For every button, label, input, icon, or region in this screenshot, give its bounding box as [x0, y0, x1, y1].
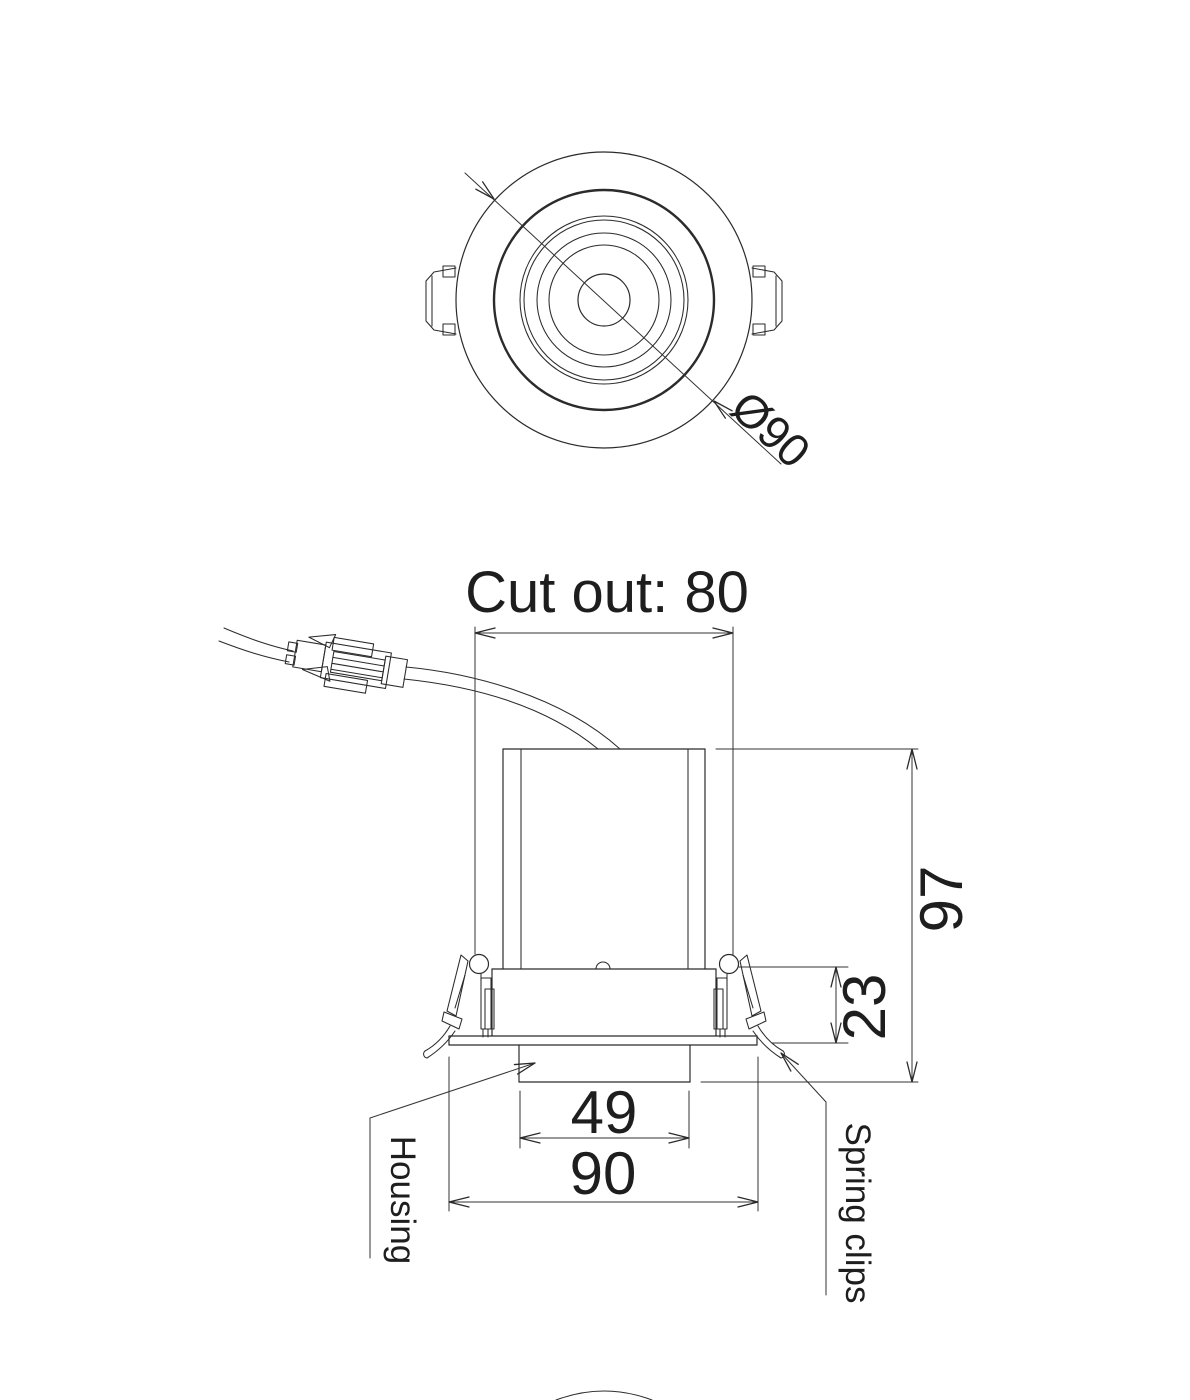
cable-connector — [284, 634, 409, 694]
lens-ring-1 — [536, 232, 672, 368]
lens-ring-2 — [548, 244, 660, 356]
spring-clip-right — [713, 953, 785, 1059]
mounting-tab-left — [425, 265, 457, 336]
cutout-dimension-text: Cut out: 80 — [465, 560, 749, 625]
outer-rim-circle — [455, 151, 753, 449]
height-dimension-text: 97 — [908, 866, 975, 933]
spring-clips-label: Spring clips — [838, 1123, 877, 1304]
front-section-view: Cut out: 80 97 23 49 — [218, 560, 975, 1304]
bezel-block — [491, 961, 717, 1037]
cutout-dimension: Cut out: 80 — [465, 560, 749, 956]
clip-pivot — [468, 953, 490, 975]
diameter-dimension-text: Ø90 — [721, 381, 820, 478]
trim-flange — [448, 1035, 758, 1046]
clip-foot — [441, 1011, 463, 1030]
body-width-dimension: 90 — [448, 1056, 759, 1212]
bottom-view-partial-arc — [555, 1390, 653, 1400]
reflector-ring-outer — [519, 215, 689, 385]
spring-clips-callout: Spring clips — [780, 1052, 877, 1304]
recess-dimension: 23 — [738, 966, 898, 1044]
reflector-ring-inner — [523, 219, 685, 381]
lens-width-dimension: 49 — [519, 1079, 690, 1149]
bezel-center-notch — [595, 961, 611, 970]
housing-body — [502, 748, 706, 970]
clip-tail — [424, 1025, 451, 1052]
connector-latch-top — [308, 634, 337, 649]
cable-into-housing — [403, 666, 621, 750]
dimension-arrow — [713, 400, 733, 419]
recess-dimension-text: 23 — [831, 974, 898, 1041]
power-cable — [218, 627, 294, 663]
clip-arm — [739, 954, 762, 1017]
clip-arm — [446, 954, 469, 1017]
connector-pins — [330, 656, 385, 679]
dimension-arrow — [475, 181, 495, 200]
clip-tail — [757, 1025, 784, 1052]
lower-trim — [518, 1044, 691, 1083]
bezel-circle — [492, 188, 716, 412]
led-center-circle — [577, 273, 631, 327]
housing-callout: Housing — [369, 1062, 536, 1264]
body-width-dimension-text: 90 — [570, 1140, 637, 1207]
height-dimension: 97 — [700, 748, 975, 1083]
mounting-tab-right — [751, 265, 783, 336]
housing-label: Housing — [383, 1136, 422, 1264]
spring-clip-left — [423, 953, 495, 1059]
diameter-dimension: Ø90 — [464, 172, 820, 478]
clip-foot — [745, 1011, 767, 1030]
lens-width-dimension-text: 49 — [571, 1079, 638, 1146]
top-view: Ø90 — [425, 151, 820, 478]
clip-pivot — [718, 953, 740, 975]
